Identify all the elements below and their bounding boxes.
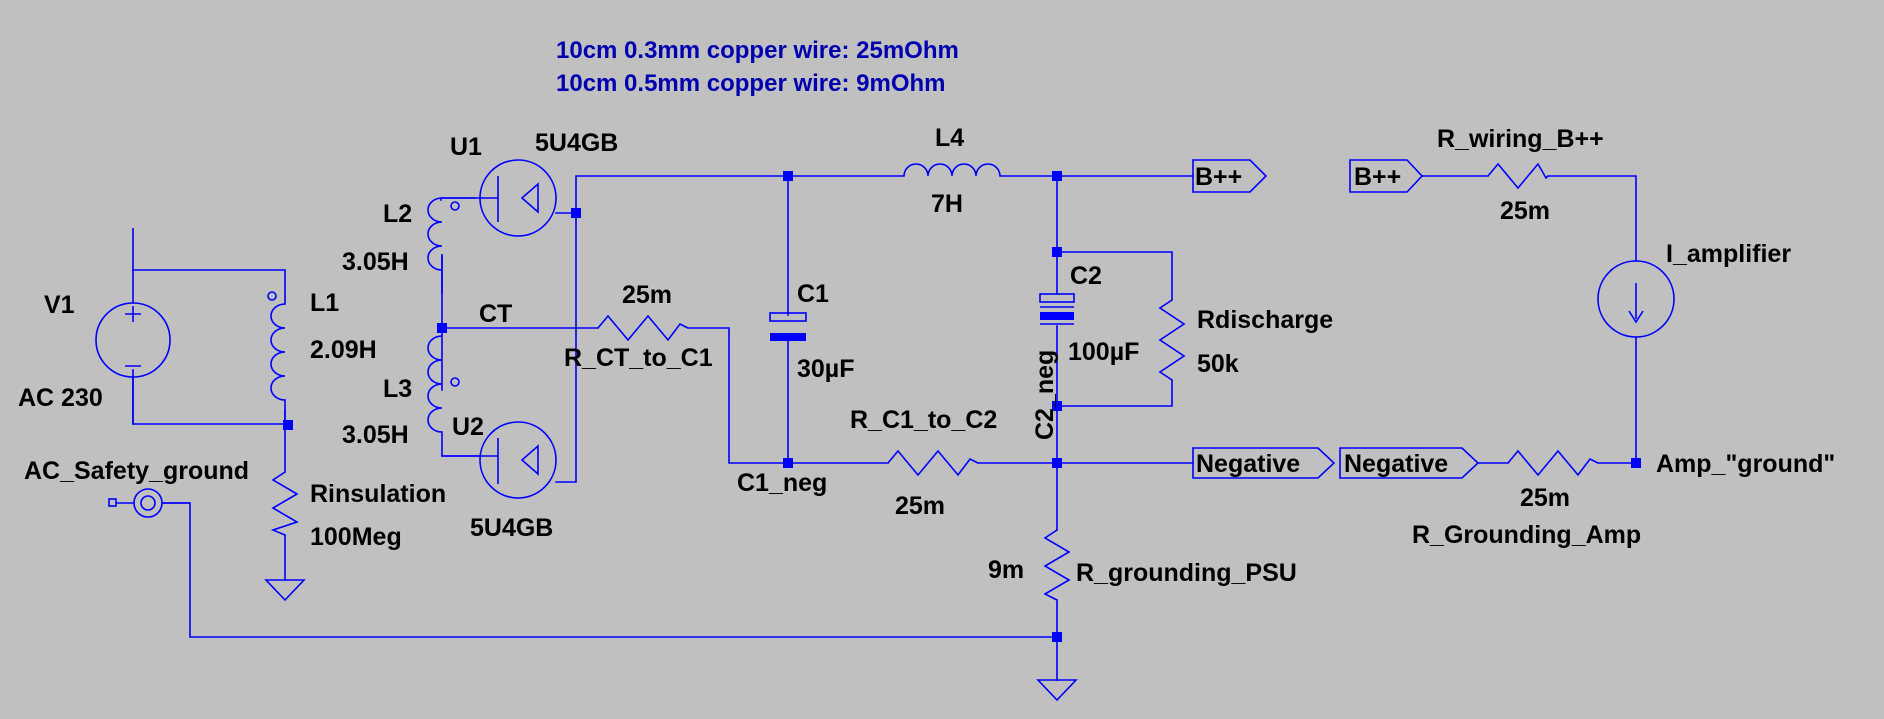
junctions <box>283 171 1641 642</box>
u2-tube <box>479 421 557 499</box>
rdischarge-value: 50k <box>1197 350 1239 378</box>
junction-amp-ground <box>1631 458 1641 468</box>
note-wire-0.3mm: 10cm 0.3mm copper wire: 25mOhm <box>556 37 959 64</box>
r-ct-to-c1-resistor <box>597 314 689 342</box>
r-wiring-bpp-resistor <box>1487 162 1549 190</box>
net-amp-ground: Amp_"ground" <box>1656 450 1835 478</box>
c1-capacitor <box>769 312 807 341</box>
l4-inductor <box>903 163 1001 177</box>
l1-inductor <box>267 291 286 424</box>
u2-name: U2 <box>452 413 484 441</box>
junction-c1-neg <box>783 458 793 468</box>
l4-value: 7H <box>931 190 963 218</box>
i-amplifier-source <box>1597 260 1675 338</box>
junction-c2-bottom <box>1052 401 1062 411</box>
junction-bpp <box>1052 171 1062 181</box>
ground-psu-icon <box>1036 679 1078 702</box>
port-bpp-out-label: B++ <box>1195 163 1242 191</box>
l2-name: L2 <box>383 200 412 228</box>
ground-rinsulation-icon <box>264 579 306 602</box>
r-grounding-psu-value: 9m <box>988 556 1024 584</box>
r-ct-to-c1-value: 25m <box>622 281 672 309</box>
net-c2-neg: C2_neg <box>1031 350 1059 440</box>
l3-value: 3.05H <box>342 421 409 449</box>
r-wiring-bpp-name: R_wiring_B++ <box>1437 125 1604 153</box>
port-negative-in: Negative <box>1339 447 1480 479</box>
safety-ground-terminal <box>108 488 190 518</box>
r-c1-to-c2-resistor <box>887 449 979 477</box>
r-grounding-psu-resistor <box>1043 529 1071 601</box>
net-c1-neg: C1_neg <box>737 469 827 497</box>
rdischarge-name: Rdischarge <box>1197 306 1333 334</box>
rinsulation-name: Rinsulation <box>310 480 446 508</box>
r-c1-to-c2-value: 25m <box>895 492 945 520</box>
r-grounding-amp-value: 25m <box>1520 484 1570 512</box>
rdischarge-resistor <box>1158 299 1186 381</box>
note-wire-0.5mm: 10cm 0.5mm copper wire: 9mOhm <box>556 70 945 97</box>
v1-value: AC 230 <box>18 384 103 412</box>
junction-ct <box>437 323 447 333</box>
c2-name: C2 <box>1070 262 1102 290</box>
l2-value: 3.05H <box>342 248 409 276</box>
r-grounding-psu-name: R_grounding_PSU <box>1076 559 1297 587</box>
junction-c2-top <box>1052 247 1062 257</box>
net-ac-safety-ground: AC_Safety_ground <box>24 457 249 485</box>
junction-ground <box>1052 632 1062 642</box>
l3-inductor <box>427 335 460 456</box>
port-bpp-out: B++ <box>1192 159 1268 193</box>
junction-cathode <box>571 208 581 218</box>
r-wiring-bpp-value: 25m <box>1500 197 1550 225</box>
net-ct: CT <box>479 300 512 328</box>
junction-negative <box>1052 458 1062 468</box>
rinsulation-resistor <box>270 471 299 536</box>
r-grounding-amp-name: R_Grounding_Amp <box>1412 521 1641 549</box>
u2-value: 5U4GB <box>470 514 553 542</box>
r-grounding-amp-resistor <box>1507 449 1599 477</box>
rinsulation-value: 100Meg <box>310 523 402 551</box>
u1-value: 5U4GB <box>535 129 618 157</box>
port-negative-out-label: Negative <box>1196 450 1300 478</box>
c2-value: 100µF <box>1068 338 1139 366</box>
u1-name: U1 <box>450 133 482 161</box>
junction-c1-top <box>783 171 793 181</box>
l3-name: L3 <box>383 375 412 403</box>
u1-tube <box>479 159 557 237</box>
l4-name: L4 <box>935 124 964 152</box>
v1-source <box>95 269 171 425</box>
v1-name: V1 <box>44 291 75 319</box>
i-amplifier-name: I_amplifier <box>1666 240 1791 268</box>
c2-capacitor <box>1039 293 1075 325</box>
port-negative-in-label: Negative <box>1344 450 1448 478</box>
port-bpp-in: B++ <box>1349 159 1424 193</box>
port-bpp-in-label: B++ <box>1354 163 1401 191</box>
c1-name: C1 <box>797 280 829 308</box>
wires <box>132 175 1637 681</box>
port-negative-out: Negative <box>1192 447 1336 479</box>
l1-value: 2.09H <box>310 336 377 364</box>
c1-value: 30µF <box>797 355 854 383</box>
r-c1-to-c2-name: R_C1_to_C2 <box>850 406 997 434</box>
l1-name: L1 <box>310 289 339 317</box>
l2-inductor <box>427 197 460 294</box>
junction-l1-bottom <box>283 420 293 430</box>
r-ct-to-c1-name: R_CT_to_C1 <box>564 344 713 372</box>
